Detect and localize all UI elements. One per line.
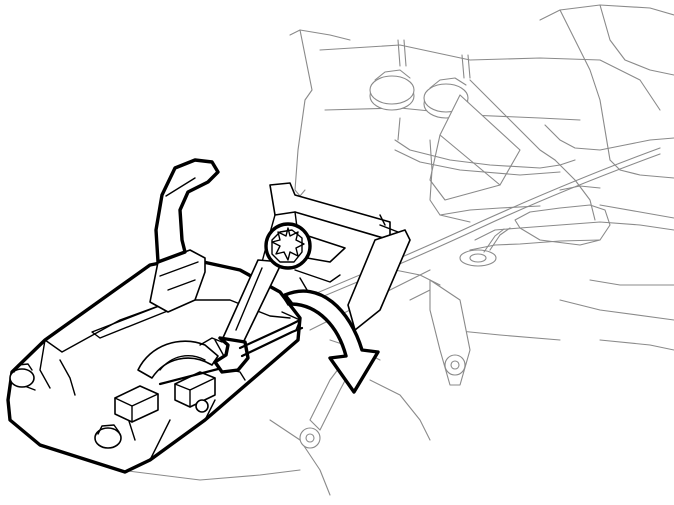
selector-mechanism (114, 337, 246, 423)
cable-bracket (439, 185, 674, 267)
transmission-bracket (394, 79, 596, 223)
mount-bolt-left (369, 39, 415, 111)
shift-lever-knob (154, 158, 220, 264)
curved-arrow-icon (283, 289, 380, 394)
mount-bolt-front-right (94, 424, 122, 449)
cable-clip (238, 311, 304, 358)
shift-lever-boot (149, 249, 206, 313)
wrench-icon (213, 222, 312, 374)
transmission-housing (289, 4, 674, 197)
mount-bolt-front-left (9, 363, 35, 388)
